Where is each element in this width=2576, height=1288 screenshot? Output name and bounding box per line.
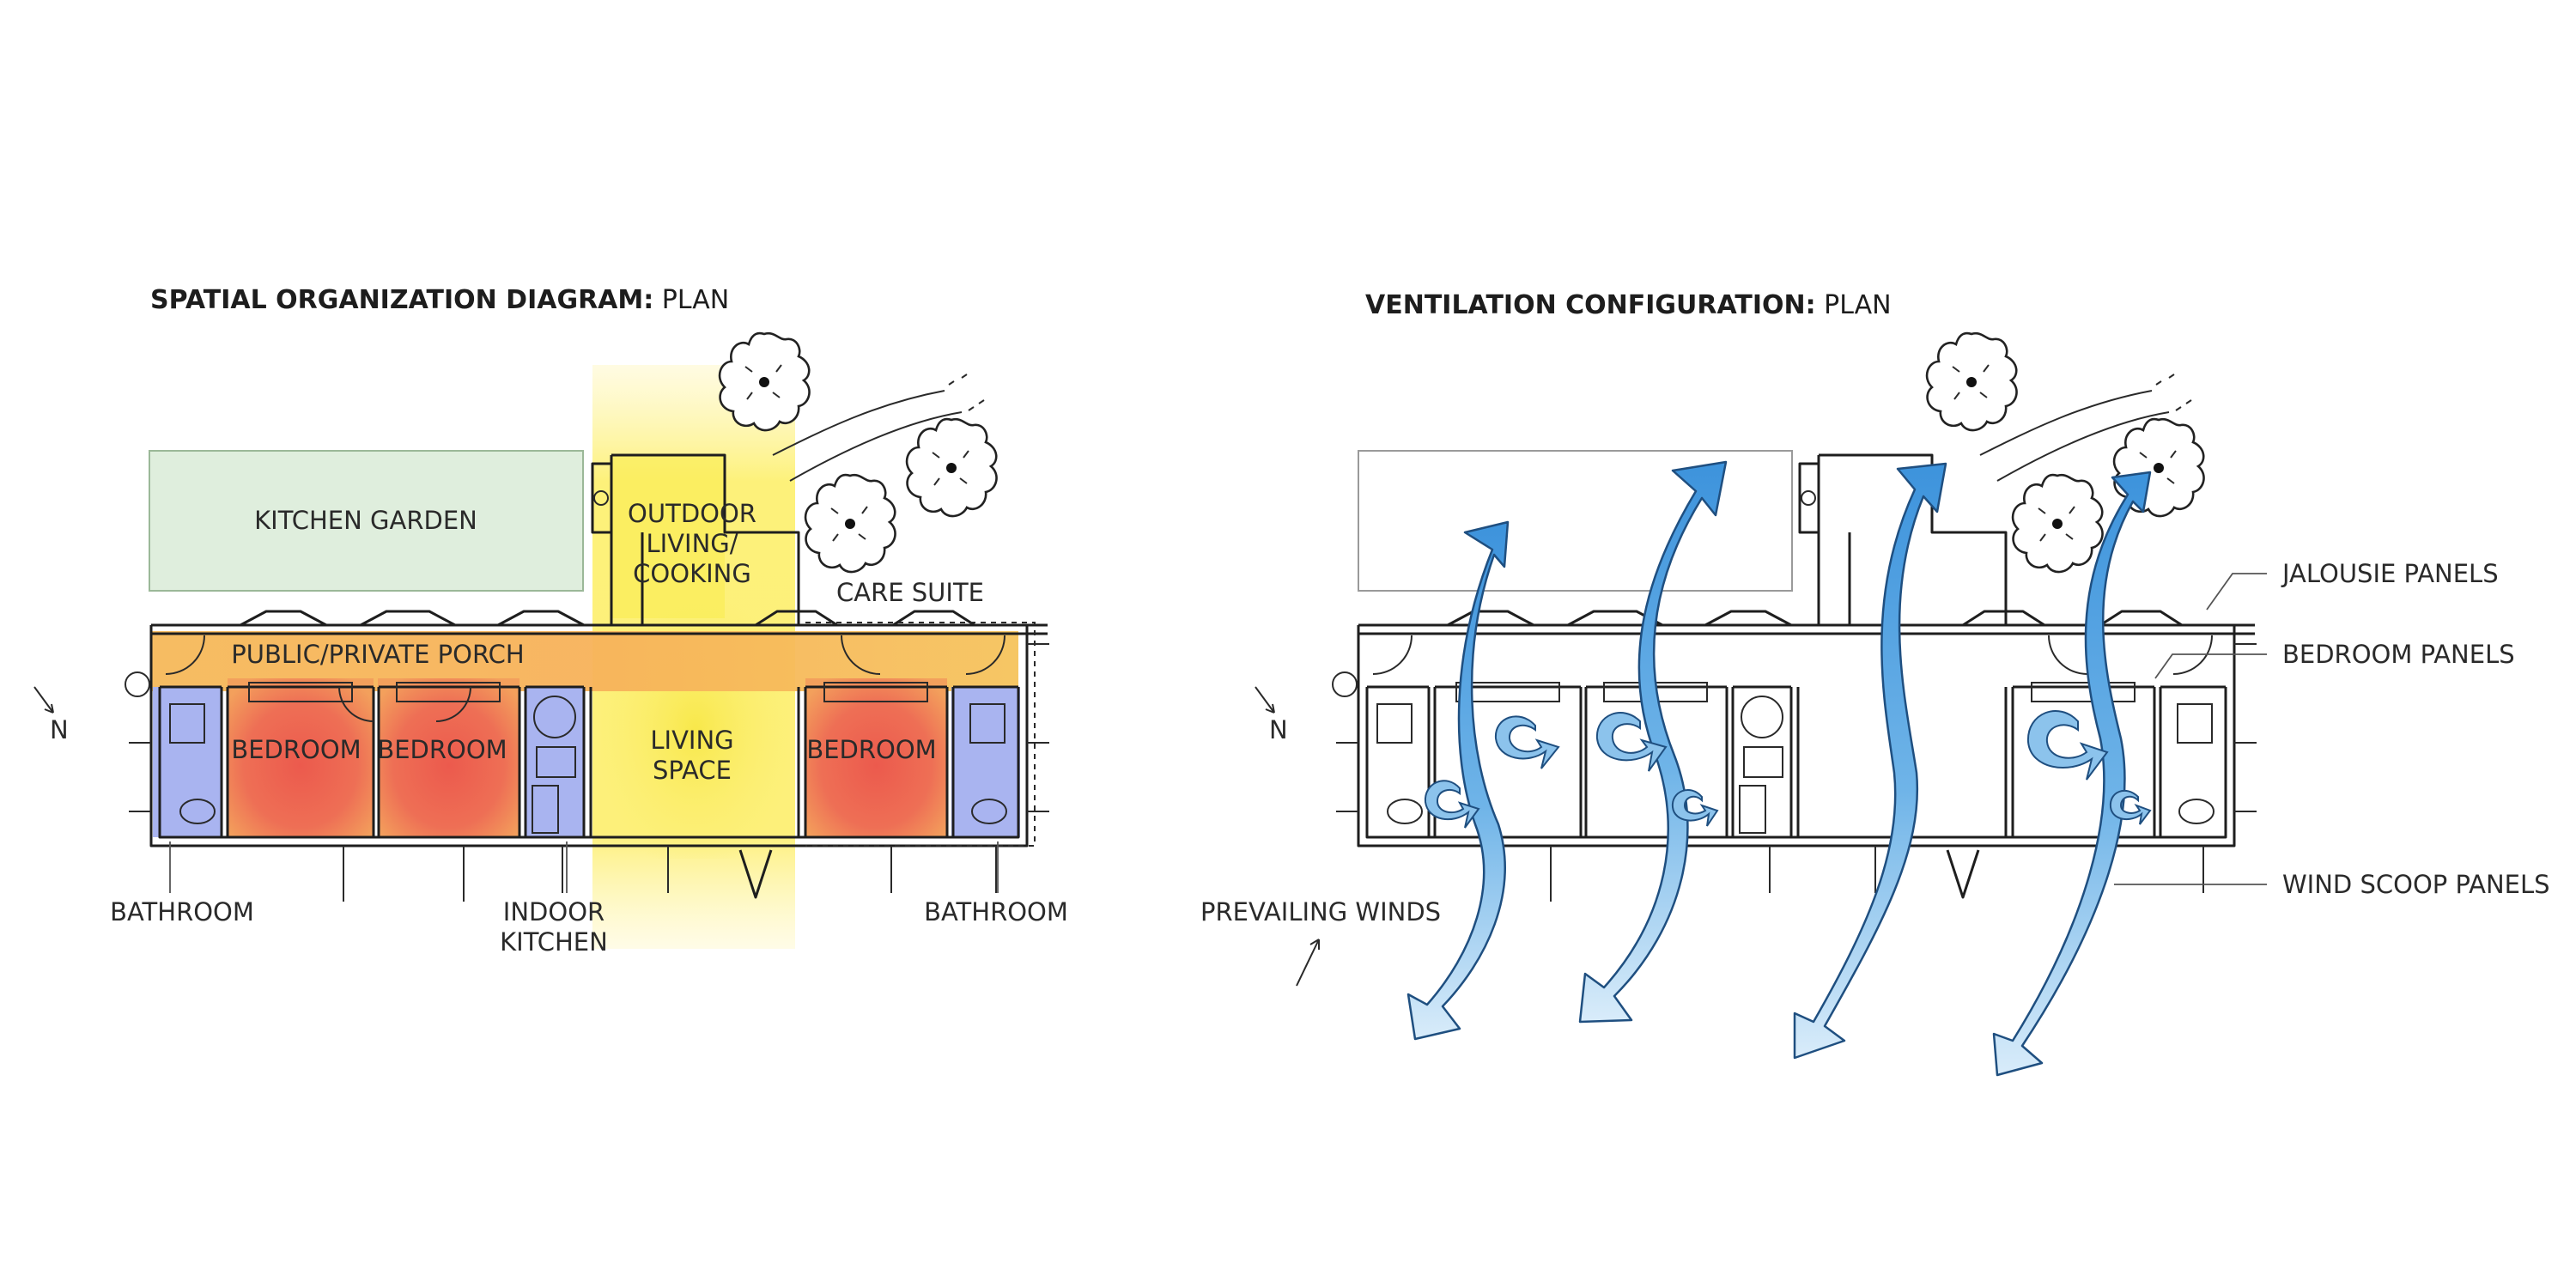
- path-sketch-line: [1979, 390, 2170, 482]
- jalousie-panels-label: JALOUSIE PANELS: [2281, 559, 2499, 588]
- garden-outline: [1358, 450, 1793, 592]
- wind-direction-arrow-icon: [1296, 939, 1320, 987]
- kitchen-garden-zone: [149, 450, 584, 592]
- bathroom-zone-left: [153, 687, 222, 837]
- airflow-arrow-4: [1992, 471, 2152, 1077]
- swirl-icon: [1671, 789, 1719, 827]
- tree-icon: [2011, 473, 2104, 574]
- bedroom-panels-label: BEDROOM PANELS: [2282, 640, 2515, 669]
- ventilation-configuration-diagram: VENTILATION CONFIGURATION: PLAN: [1200, 290, 2550, 1077]
- wind-scoop-panels-label: WIND SCOOP PANELS: [2282, 870, 2550, 899]
- swirl-icon: [1424, 780, 1480, 829]
- living-label-line1: LIVING: [650, 726, 733, 755]
- outdoor-label-line1: OUTDOOR: [628, 499, 756, 528]
- left-title: SPATIAL ORGANIZATION DIAGRAM: PLAN: [150, 285, 729, 315]
- north-label: N: [50, 715, 69, 744]
- swirl-icon: [2026, 710, 2109, 781]
- bathroom-zone-right: [951, 687, 1020, 837]
- bedroom-label-2: BEDROOM: [377, 735, 507, 764]
- bedroom-zone-2: [378, 678, 519, 837]
- outdoor-label-line2: LIVING/: [646, 529, 738, 558]
- bedroom-label-1: BEDROOM: [231, 735, 361, 764]
- swirl-icons: [1424, 710, 2152, 829]
- airflow-arrows: [1406, 460, 2152, 1077]
- north-arrow-icon: [33, 686, 54, 714]
- north-arrow-icon: [1255, 686, 1275, 714]
- outdoor-label-line3: COOKING: [633, 559, 751, 588]
- tree-icon: [1925, 331, 2018, 432]
- path-sketch-line: [772, 390, 963, 482]
- tree-icon: [718, 331, 811, 432]
- spatial-organization-diagram: SPATIAL ORGANIZATION DIAGRAM: PLAN: [33, 285, 1068, 957]
- bathroom-right-label: BATHROOM: [924, 897, 1068, 927]
- swirl-icon: [2109, 789, 2152, 825]
- kitchen-garden-label: KITCHEN GARDEN: [254, 506, 477, 535]
- airflow-arrow-1: [1406, 520, 1510, 1041]
- outdoor-living-zone: [611, 455, 725, 618]
- swirl-icon: [1595, 712, 1668, 772]
- indoor-kitchen-label-line2: KITCHEN: [500, 927, 608, 957]
- porch-label: PUBLIC/PRIVATE PORCH: [231, 640, 524, 669]
- tree-icon: [804, 473, 896, 574]
- bedroom-label-3: BEDROOM: [806, 735, 936, 764]
- airflow-arrow-3: [1793, 462, 1947, 1060]
- right-plan-walls: [1332, 453, 2257, 902]
- bathroom-left-label: BATHROOM: [110, 897, 254, 927]
- swirl-icon: [1494, 715, 1560, 769]
- right-title: VENTILATION CONFIGURATION: PLAN: [1365, 290, 1892, 320]
- care-suite-label: CARE SUITE: [836, 578, 984, 607]
- north-label: N: [1269, 715, 1288, 744]
- living-label-line2: SPACE: [653, 756, 732, 785]
- left-plan-walls: [125, 453, 1049, 902]
- airflow-arrow-2: [1578, 460, 1728, 1024]
- prevailing-winds-label: PREVAILING WINDS: [1200, 897, 1441, 927]
- bedroom-zone-1: [228, 678, 374, 837]
- indoor-kitchen-label-line1: INDOOR: [503, 897, 605, 927]
- tree-icon: [905, 417, 998, 518]
- bedroom-zone-3: [805, 678, 947, 837]
